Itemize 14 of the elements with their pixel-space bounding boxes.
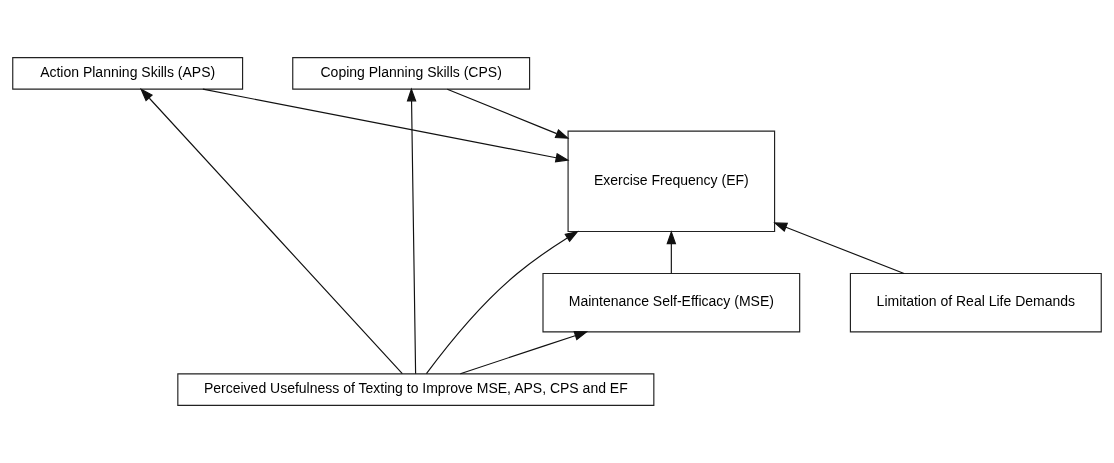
node-box: Action Planning Skills (APS) [12,57,244,90]
arrow [459,331,589,375]
node-box: Perceived Usefulness of Texting to Improve MSE, APS, CPS and EF [177,373,655,406]
arrow [425,230,579,375]
node-box: Limitation of Real Life Demands [849,272,1102,333]
node-box: Coping Planning Skills (CPS) [292,57,531,90]
arrow [666,230,677,274]
node-box: Exercise Frequency (EF) [567,130,776,233]
arrow [446,88,570,139]
arrow [406,87,417,375]
arrow [773,222,905,275]
arrow [202,88,570,163]
node-box: Maintenance Self-Efficacy (MSE) [542,272,801,333]
arrow [139,87,403,375]
